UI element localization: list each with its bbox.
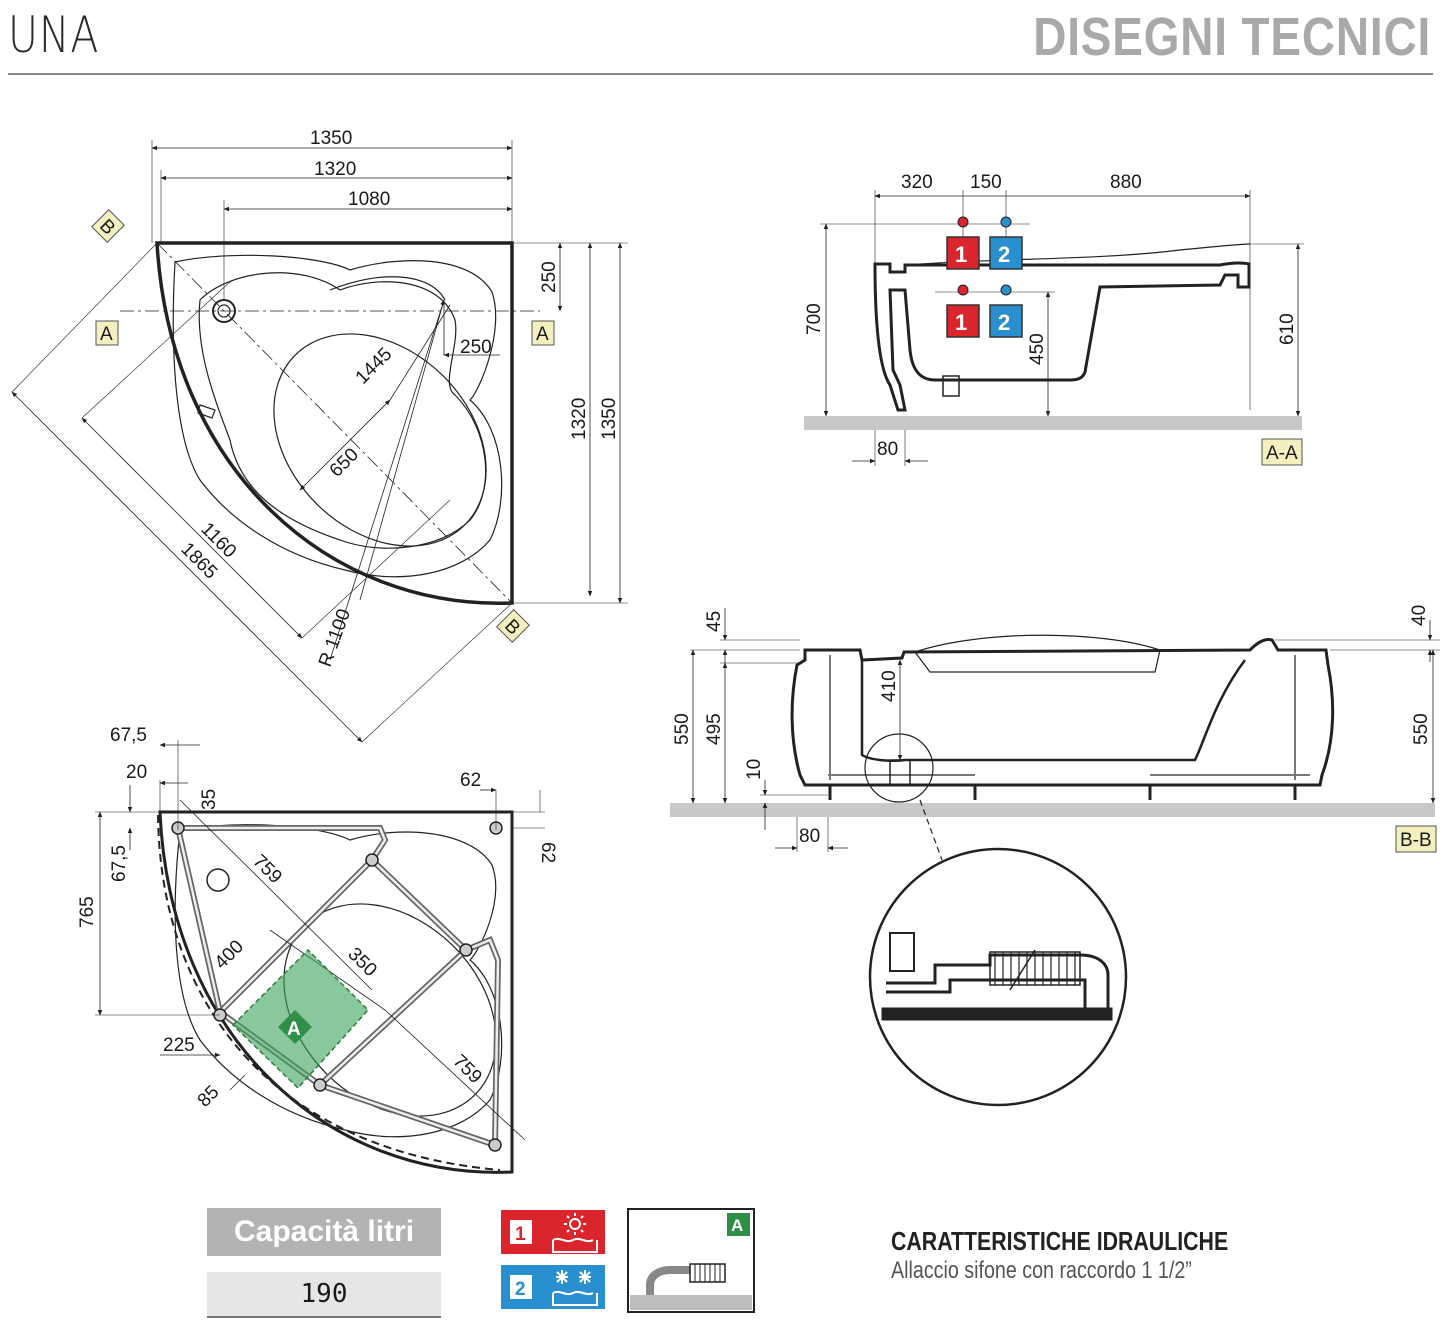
section-label-aa: A-A	[1261, 438, 1303, 466]
dim-62-top: 62	[460, 770, 481, 791]
hot-inlet-badge-lower: 1	[946, 304, 980, 338]
section-bb	[670, 608, 1440, 861]
dim-80-bb: 80	[799, 826, 820, 847]
section-marker-a-right: A	[531, 320, 555, 346]
dim-85: 85	[194, 1082, 224, 1112]
svg-text:A: A	[100, 324, 113, 345]
dim-1320-top: 1320	[314, 159, 356, 180]
dim-450: 450	[1027, 333, 1048, 365]
dim-150: 150	[970, 172, 1002, 193]
dim-250-inner: 250	[460, 337, 492, 358]
frame-view	[95, 740, 545, 1174]
dim-20: 20	[126, 762, 147, 783]
capacity-label: Capacità litri	[207, 1208, 441, 1256]
svg-text:2: 2	[515, 1279, 526, 1300]
dim-650: 650	[326, 444, 363, 481]
svg-text:A: A	[536, 324, 549, 345]
dim-550-left: 550	[672, 713, 693, 745]
dim-350: 350	[343, 944, 380, 981]
hydraulics-subtitle: Allaccio sifone con raccordo 1 1/2”	[891, 1257, 1192, 1284]
section-marker-b-bottom: B	[496, 609, 530, 643]
section-label-bb: B-B	[1395, 825, 1437, 853]
dim-62-right: 62	[537, 842, 558, 863]
dim-320: 320	[901, 172, 933, 193]
dim-759-top: 759	[248, 851, 285, 888]
drain-zone-a: A	[231, 948, 370, 1090]
dim-35: 35	[199, 789, 220, 810]
dim-10: 10	[744, 759, 765, 780]
dim-1445: 1445	[352, 344, 397, 389]
svg-text:1: 1	[955, 310, 967, 335]
dim-80-aa: 80	[877, 439, 898, 460]
svg-text:A: A	[731, 1216, 743, 1235]
product-title: UNA	[8, 6, 100, 64]
svg-text:2: 2	[998, 310, 1010, 335]
dim-r1100: R 1100	[315, 606, 355, 669]
dim-400: 400	[211, 936, 248, 973]
dim-1080-top: 1080	[348, 189, 390, 210]
dim-40: 40	[1409, 605, 1430, 626]
dim-410: 410	[879, 670, 900, 702]
dim-1350-top: 1350	[310, 128, 352, 149]
cold-inlet-badge-upper: 2	[989, 236, 1023, 270]
top-view	[11, 140, 628, 743]
dim-67-5-top: 67,5	[110, 725, 147, 746]
cold-inlet-badge-lower: 2	[989, 304, 1023, 338]
hydraulics-title: CARATTERISTICHE IDRAULICHE	[891, 1226, 1229, 1256]
dim-759-bottom: 759	[448, 1051, 485, 1088]
svg-text:1: 1	[955, 242, 967, 267]
section-heading: DISEGNI TECNICI	[1033, 7, 1431, 67]
section-marker-a-left: A	[95, 320, 119, 346]
legend-hot-water: 1	[501, 1210, 605, 1254]
dim-700: 700	[804, 303, 825, 335]
dim-250-right: 250	[539, 261, 560, 293]
siphon-detail	[868, 847, 1128, 1107]
header-divider	[8, 73, 1433, 75]
hot-inlet-badge-upper: 1	[946, 236, 980, 270]
dim-880: 880	[1110, 172, 1142, 193]
svg-text:1: 1	[515, 1224, 526, 1245]
legend-siphon: A	[627, 1208, 755, 1313]
dim-1320-right: 1320	[569, 398, 590, 440]
section-aa	[804, 190, 1304, 466]
dim-495: 495	[704, 713, 725, 745]
dim-45: 45	[704, 611, 725, 632]
svg-text:2: 2	[998, 242, 1010, 267]
svg-text:A: A	[287, 1019, 301, 1040]
svg-text:A-A: A-A	[1266, 443, 1298, 464]
capacity-value: 190	[207, 1272, 441, 1318]
dim-67-5-left: 67,5	[109, 845, 130, 882]
svg-text:B-B: B-B	[1400, 830, 1432, 851]
dim-550-right: 550	[1411, 713, 1432, 745]
dim-765: 765	[77, 896, 98, 928]
section-marker-b-top: B	[91, 209, 125, 243]
legend-cold-water: 2	[501, 1265, 605, 1309]
dim-225: 225	[163, 1035, 195, 1056]
dim-1350-right: 1350	[599, 398, 620, 440]
dim-610: 610	[1277, 313, 1298, 345]
